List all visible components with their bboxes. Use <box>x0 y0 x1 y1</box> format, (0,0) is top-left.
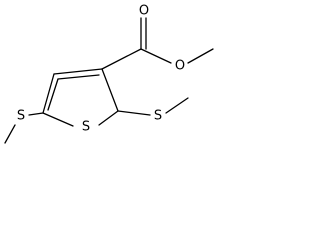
bond-ring-c2-s <box>98 110 119 126</box>
thioether-sulfur-left-label: S <box>17 109 25 124</box>
bond-ring-c3-c2 <box>101 68 119 112</box>
thioether-sulfur-right-label: S <box>154 109 162 124</box>
bond-ester-o-methyl <box>187 48 214 64</box>
bond-c2-sme <box>117 110 151 116</box>
bond-ring-s-c5 <box>42 112 74 127</box>
bond-c5-sme <box>28 112 44 116</box>
molecule-diagram: O O S S S <box>0 0 219 160</box>
bond-ring-c5-c4-inner <box>47 78 59 111</box>
bond-ring-c4-c3-inner <box>57 74 100 80</box>
bond-sme-methyl-left <box>4 124 16 144</box>
ring-sulfur-label: S <box>82 120 90 135</box>
carbonyl-oxygen-label: O <box>139 4 149 19</box>
ester-oxygen-label: O <box>175 59 185 74</box>
bond-carbonyl-ester-o <box>140 48 172 64</box>
bond-ring-c4-c3 <box>53 68 103 75</box>
bond-ring-c5-c4 <box>42 73 55 114</box>
bond-sme-methyl-right <box>165 97 189 114</box>
bond-c3-carbonyl <box>101 48 142 70</box>
structure-canvas: O O S S S <box>4 4 214 144</box>
